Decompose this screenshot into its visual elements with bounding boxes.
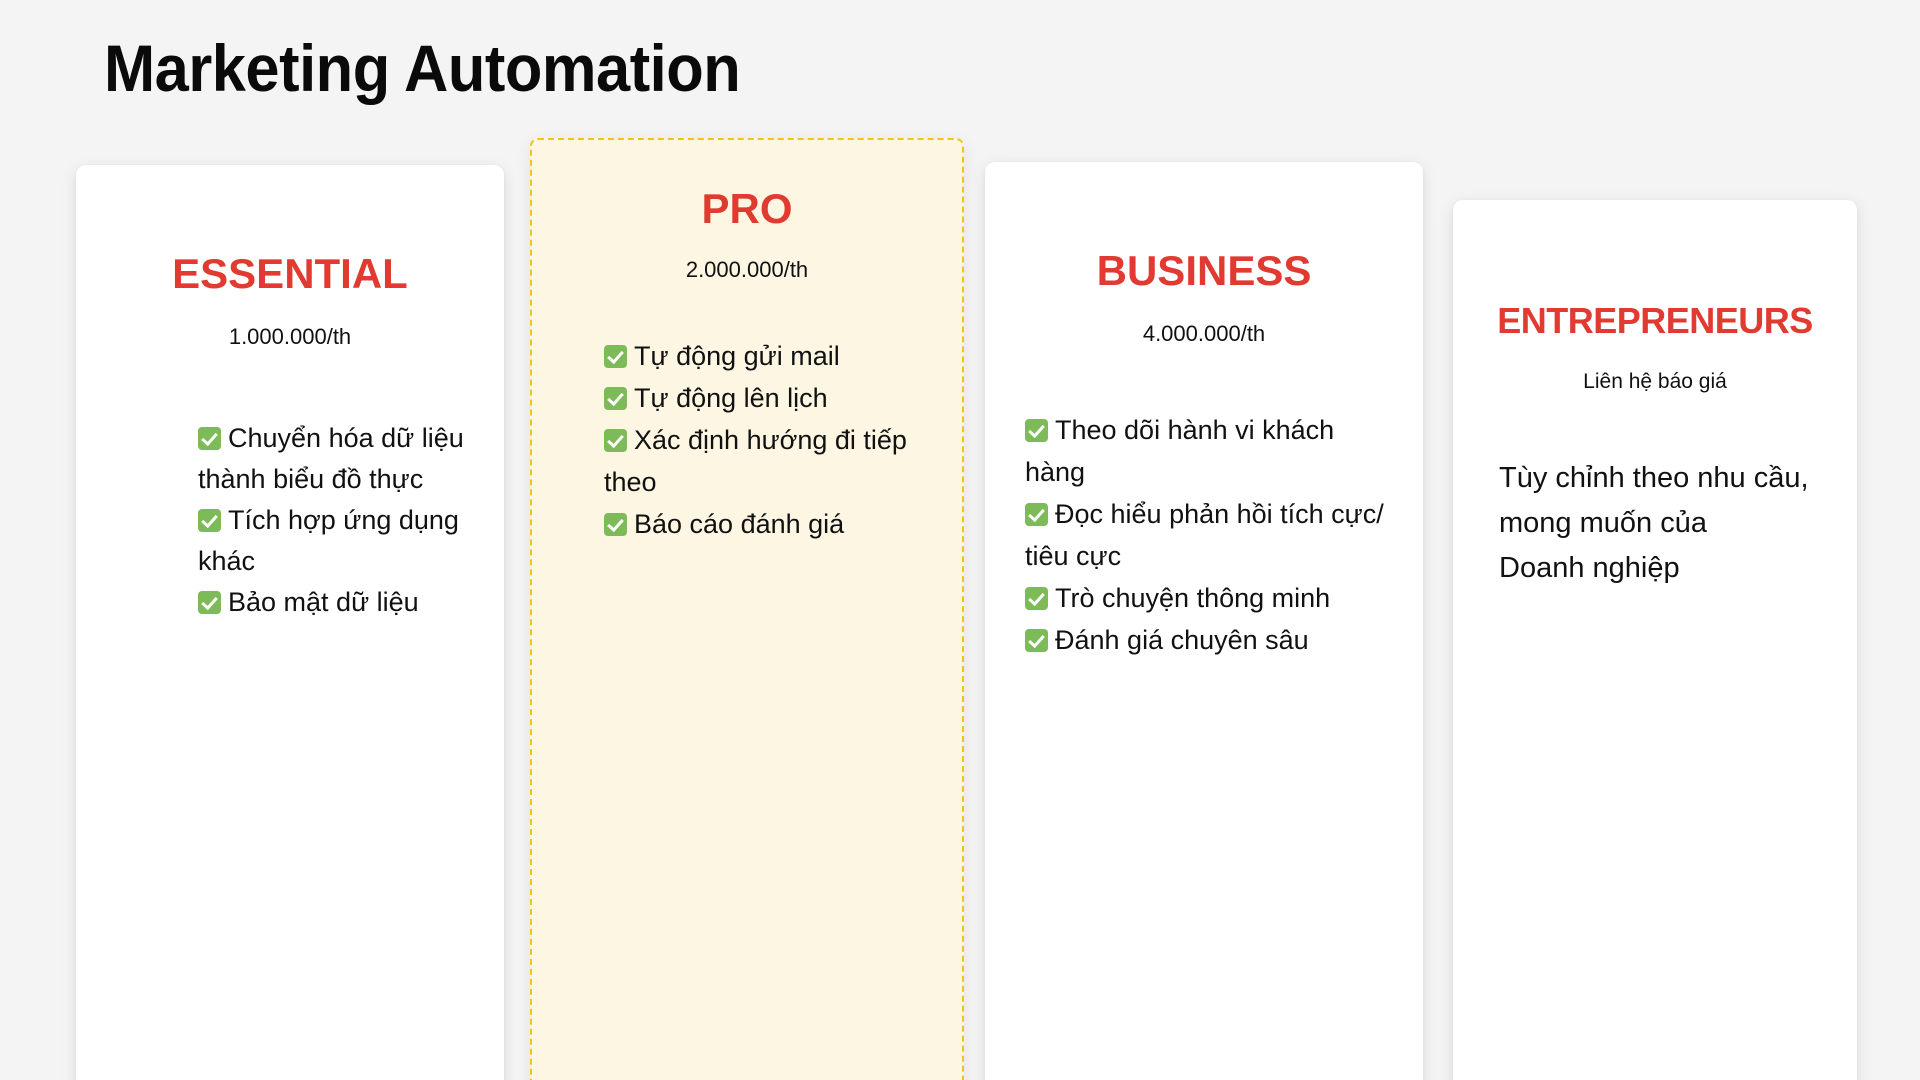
pricing-card-entrepreneurs[interactable]: ENTREPRENEURS Liên hệ báo giá Tùy chỉnh … [1453, 200, 1857, 1080]
feature-item: Đọc hiểu phản hồi tích cực/ tiêu cực [1025, 493, 1399, 577]
plan-price-business: 4.000.000/th [1142, 321, 1266, 346]
plan-price-entrepreneurs: Liên hệ báo giá [1583, 370, 1727, 393]
feature-list-essential: Chuyển hóa dữ liệu thành biểu đồ thực Tí… [76, 418, 504, 623]
feature-list-pro: Tự động gửi mail Tự động lên lịch Xác đị… [532, 335, 962, 545]
feature-label: Báo cáo đánh giá [634, 509, 845, 539]
check-icon [198, 427, 221, 450]
check-icon [1025, 419, 1048, 442]
feature-label: Xác định hướng đi tiếp theo [604, 425, 907, 497]
feature-label: Đọc hiểu phản hồi tích cực/ tiêu cực [1025, 499, 1384, 571]
custom-plan-description: Tùy chỉnh theo nhu cầu, mong muốn của Do… [1499, 462, 1809, 584]
feature-item: Báo cáo đánh giá [604, 503, 938, 545]
check-icon [604, 429, 627, 452]
plan-name-business: BUSINESS [1096, 247, 1312, 294]
feature-label: Tích hợp ứng dụng khác [198, 505, 459, 576]
plan-name-essential: ESSENTIAL [172, 250, 408, 297]
pricing-card-essential[interactable]: ESSENTIAL 1.000.000/th Chuyển hóa dữ liệ… [76, 165, 504, 1080]
feature-item: Bảo mật dữ liệu [198, 582, 476, 623]
feature-list-business: Theo dõi hành vi khách hàng Đọc hiểu phả… [985, 409, 1423, 661]
feature-label: Bảo mật dữ liệu [228, 587, 419, 617]
feature-item: Trò chuyện thông minh [1025, 577, 1399, 619]
check-icon [1025, 629, 1048, 652]
pricing-card-pro[interactable]: PRO 2.000.000/th Tự động gửi mail Tự độn… [530, 138, 964, 1080]
check-icon [198, 591, 221, 614]
check-icon [604, 513, 627, 536]
plan-name-entrepreneurs: ENTREPRENEURS [1497, 300, 1813, 341]
check-icon [198, 509, 221, 532]
plan-price-pro: 2.000.000/th [685, 257, 809, 282]
feature-label: Theo dõi hành vi khách hàng [1025, 415, 1335, 487]
feature-item: Tích hợp ứng dụng khác [198, 500, 476, 582]
feature-label: Trò chuyện thông minh [1055, 583, 1331, 613]
feature-label: Đánh giá chuyên sâu [1055, 625, 1309, 655]
feature-item: Tự động lên lịch [604, 377, 938, 419]
feature-item: Chuyển hóa dữ liệu thành biểu đồ thực [198, 418, 476, 500]
plan-name-pro: PRO [701, 185, 793, 232]
plan-price-essential: 1.000.000/th [228, 324, 352, 349]
feature-label: Tự động lên lịch [634, 383, 828, 413]
check-icon [1025, 503, 1048, 526]
pricing-card-business[interactable]: BUSINESS 4.000.000/th Theo dõi hành vi k… [985, 162, 1423, 1080]
check-icon [1025, 587, 1048, 610]
check-icon [604, 345, 627, 368]
feature-item: Theo dõi hành vi khách hàng [1025, 409, 1399, 493]
feature-item: Xác định hướng đi tiếp theo [604, 419, 938, 503]
check-icon [604, 387, 627, 410]
page-title: Marketing Automation [104, 31, 741, 105]
feature-label: Tự động gửi mail [634, 341, 840, 371]
feature-label: Chuyển hóa dữ liệu thành biểu đồ thực [198, 423, 464, 494]
feature-item: Tự động gửi mail [604, 335, 938, 377]
feature-item: Đánh giá chuyên sâu [1025, 619, 1399, 661]
